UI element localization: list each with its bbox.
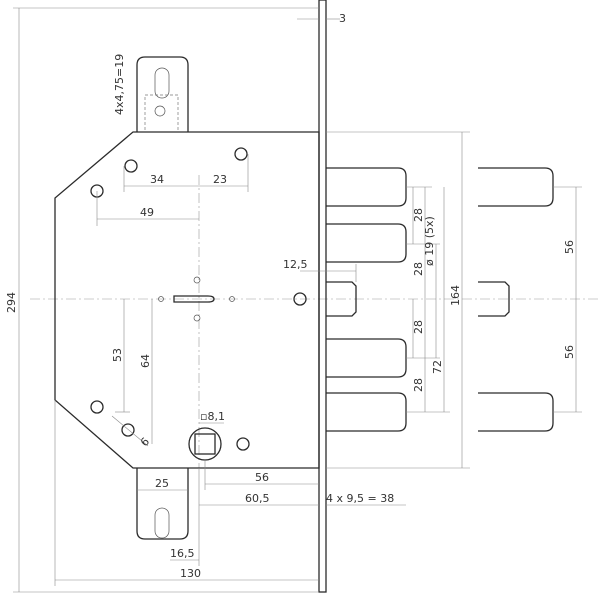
mounting-holes (90, 147, 307, 451)
faceplate (318, 0, 327, 593)
dim-label-34: 34 (150, 173, 164, 186)
keyhole-icon (158, 276, 235, 322)
dim-label-56-bottom: 56 (563, 345, 576, 359)
upper-mounting-tab (136, 56, 189, 133)
lock-body (54, 131, 320, 469)
dim-label-56-top: 56 (563, 240, 576, 254)
dim-label-12-5: 12,5 (283, 258, 308, 271)
follower-square (188, 427, 222, 461)
dimension-lines (13, 7, 582, 593)
dim-label-mounting-slot: 4x4,75=19 (113, 54, 126, 115)
deadbolts-extended (478, 167, 554, 432)
dim-label-diameter: ø 19 (5x) (423, 216, 436, 266)
dim-label-28-c: 28 (412, 320, 425, 334)
dim-label-16-5: 16,5 (170, 547, 195, 560)
latch-bolt (326, 281, 357, 317)
dim-label-130: 130 (180, 567, 201, 580)
dim-label-294: 294 (5, 292, 18, 313)
lower-mounting-tab (136, 468, 189, 540)
dim-label-53: 53 (111, 348, 124, 362)
deadbolts-retracted (326, 167, 407, 432)
dim-label-23: 23 (213, 173, 227, 186)
dim-label-56-follower: 56 (255, 471, 269, 484)
dim-label-6: 6 (138, 435, 152, 449)
dim-label-throw: 4 x 9,5 = 38 (326, 492, 394, 505)
dim-label-3: 3 (339, 12, 346, 25)
dim-label-64: 64 (139, 354, 152, 368)
dim-label-72: 72 (431, 360, 444, 374)
dim-label-28-b: 28 (412, 262, 425, 276)
dim-label-28-a: 28 (412, 208, 425, 222)
dim-label-8-1: ▫8,1 (200, 410, 225, 423)
dim-label-164: 164 (449, 285, 462, 306)
dim-label-28-d: 28 (412, 378, 425, 392)
dim-label-25: 25 (155, 477, 169, 490)
dim-label-60-5: 60,5 (245, 492, 270, 505)
dim-label-49: 49 (140, 206, 154, 219)
